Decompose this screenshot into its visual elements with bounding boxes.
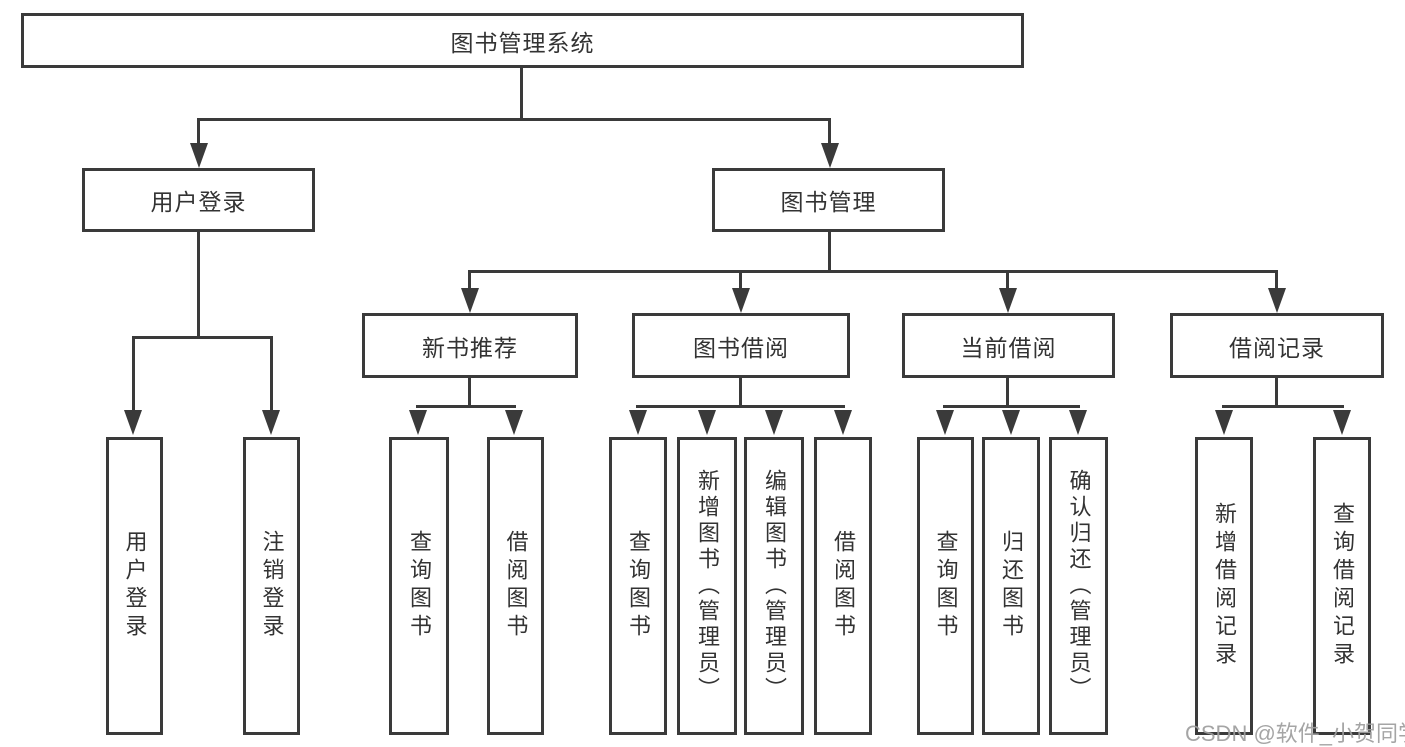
connector-line xyxy=(520,68,523,120)
connector-line xyxy=(828,121,831,147)
arrowhead-down-icon xyxy=(262,410,280,435)
connector-line xyxy=(1275,378,1278,407)
connector-line xyxy=(132,339,135,410)
arrowhead-down-icon xyxy=(1069,410,1087,435)
connector-line xyxy=(468,378,471,407)
arrowhead-down-icon xyxy=(629,410,647,435)
connector-line xyxy=(739,378,742,407)
leaf-query-borrow-record: 查询借阅记录 xyxy=(1313,437,1371,735)
arrowhead-down-icon xyxy=(1333,410,1351,435)
connector-line xyxy=(270,339,273,410)
connector-line xyxy=(828,232,831,272)
leaf-confirm-return-admin: 确认归还（管理员） xyxy=(1049,437,1108,735)
leaf-query-books-3: 查询图书 xyxy=(917,437,974,735)
connector-line xyxy=(943,405,1080,408)
node-borrowing-records: 借阅记录 xyxy=(1170,313,1384,378)
connector-line xyxy=(416,405,516,408)
arrowhead-down-icon xyxy=(1215,410,1233,435)
node-user-login: 用户登录 xyxy=(82,168,315,232)
arrowhead-down-icon xyxy=(999,288,1017,313)
leaf-user-login: 用户登录 xyxy=(106,437,163,735)
leaf-add-borrow-record: 新增借阅记录 xyxy=(1195,437,1253,735)
node-current-borrowing: 当前借阅 xyxy=(902,313,1115,378)
connector-line xyxy=(1006,378,1009,407)
leaf-edit-books-admin: 编辑图书（管理员） xyxy=(744,437,804,735)
arrowhead-down-icon xyxy=(936,410,954,435)
arrowhead-down-icon xyxy=(190,143,208,168)
connector-line xyxy=(468,273,471,288)
csdn-watermark: CSDN @软件_小贺同学 xyxy=(1185,721,1405,746)
node-book-borrowing: 图书借阅 xyxy=(632,313,850,378)
node-book-management: 图书管理 xyxy=(712,168,945,232)
arrowhead-down-icon xyxy=(821,143,839,168)
arrowhead-down-icon xyxy=(732,288,750,313)
leaf-add-books-admin: 新增图书（管理员） xyxy=(677,437,737,735)
connector-line xyxy=(1222,405,1344,408)
connector-line xyxy=(739,273,742,288)
arrowhead-down-icon xyxy=(765,410,783,435)
node-new-book-recommend: 新书推荐 xyxy=(362,313,578,378)
arrowhead-down-icon xyxy=(698,410,716,435)
node-library-management-system: 图书管理系统 xyxy=(21,13,1024,68)
arrowhead-down-icon xyxy=(124,410,142,435)
arrowhead-down-icon xyxy=(1268,288,1286,313)
connector-line xyxy=(468,270,1278,273)
leaf-logout-login: 注销登录 xyxy=(243,437,300,735)
connector-line xyxy=(197,121,200,147)
leaf-return-books: 归还图书 xyxy=(982,437,1040,735)
leaf-query-books-2: 查询图书 xyxy=(609,437,667,735)
arrowhead-down-icon xyxy=(834,410,852,435)
connector-line xyxy=(197,232,200,338)
leaf-borrow-books-1: 借阅图书 xyxy=(487,437,544,735)
connector-line xyxy=(636,405,845,408)
connector-line xyxy=(1006,273,1009,288)
connector-line xyxy=(197,118,831,121)
leaf-query-books-1: 查询图书 xyxy=(389,437,449,735)
arrowhead-down-icon xyxy=(409,410,427,435)
connector-line xyxy=(132,336,273,339)
arrowhead-down-icon xyxy=(1002,410,1020,435)
connector-line xyxy=(1275,273,1278,288)
leaf-borrow-books-2: 借阅图书 xyxy=(814,437,872,735)
arrowhead-down-icon xyxy=(461,288,479,313)
arrowhead-down-icon xyxy=(505,410,523,435)
